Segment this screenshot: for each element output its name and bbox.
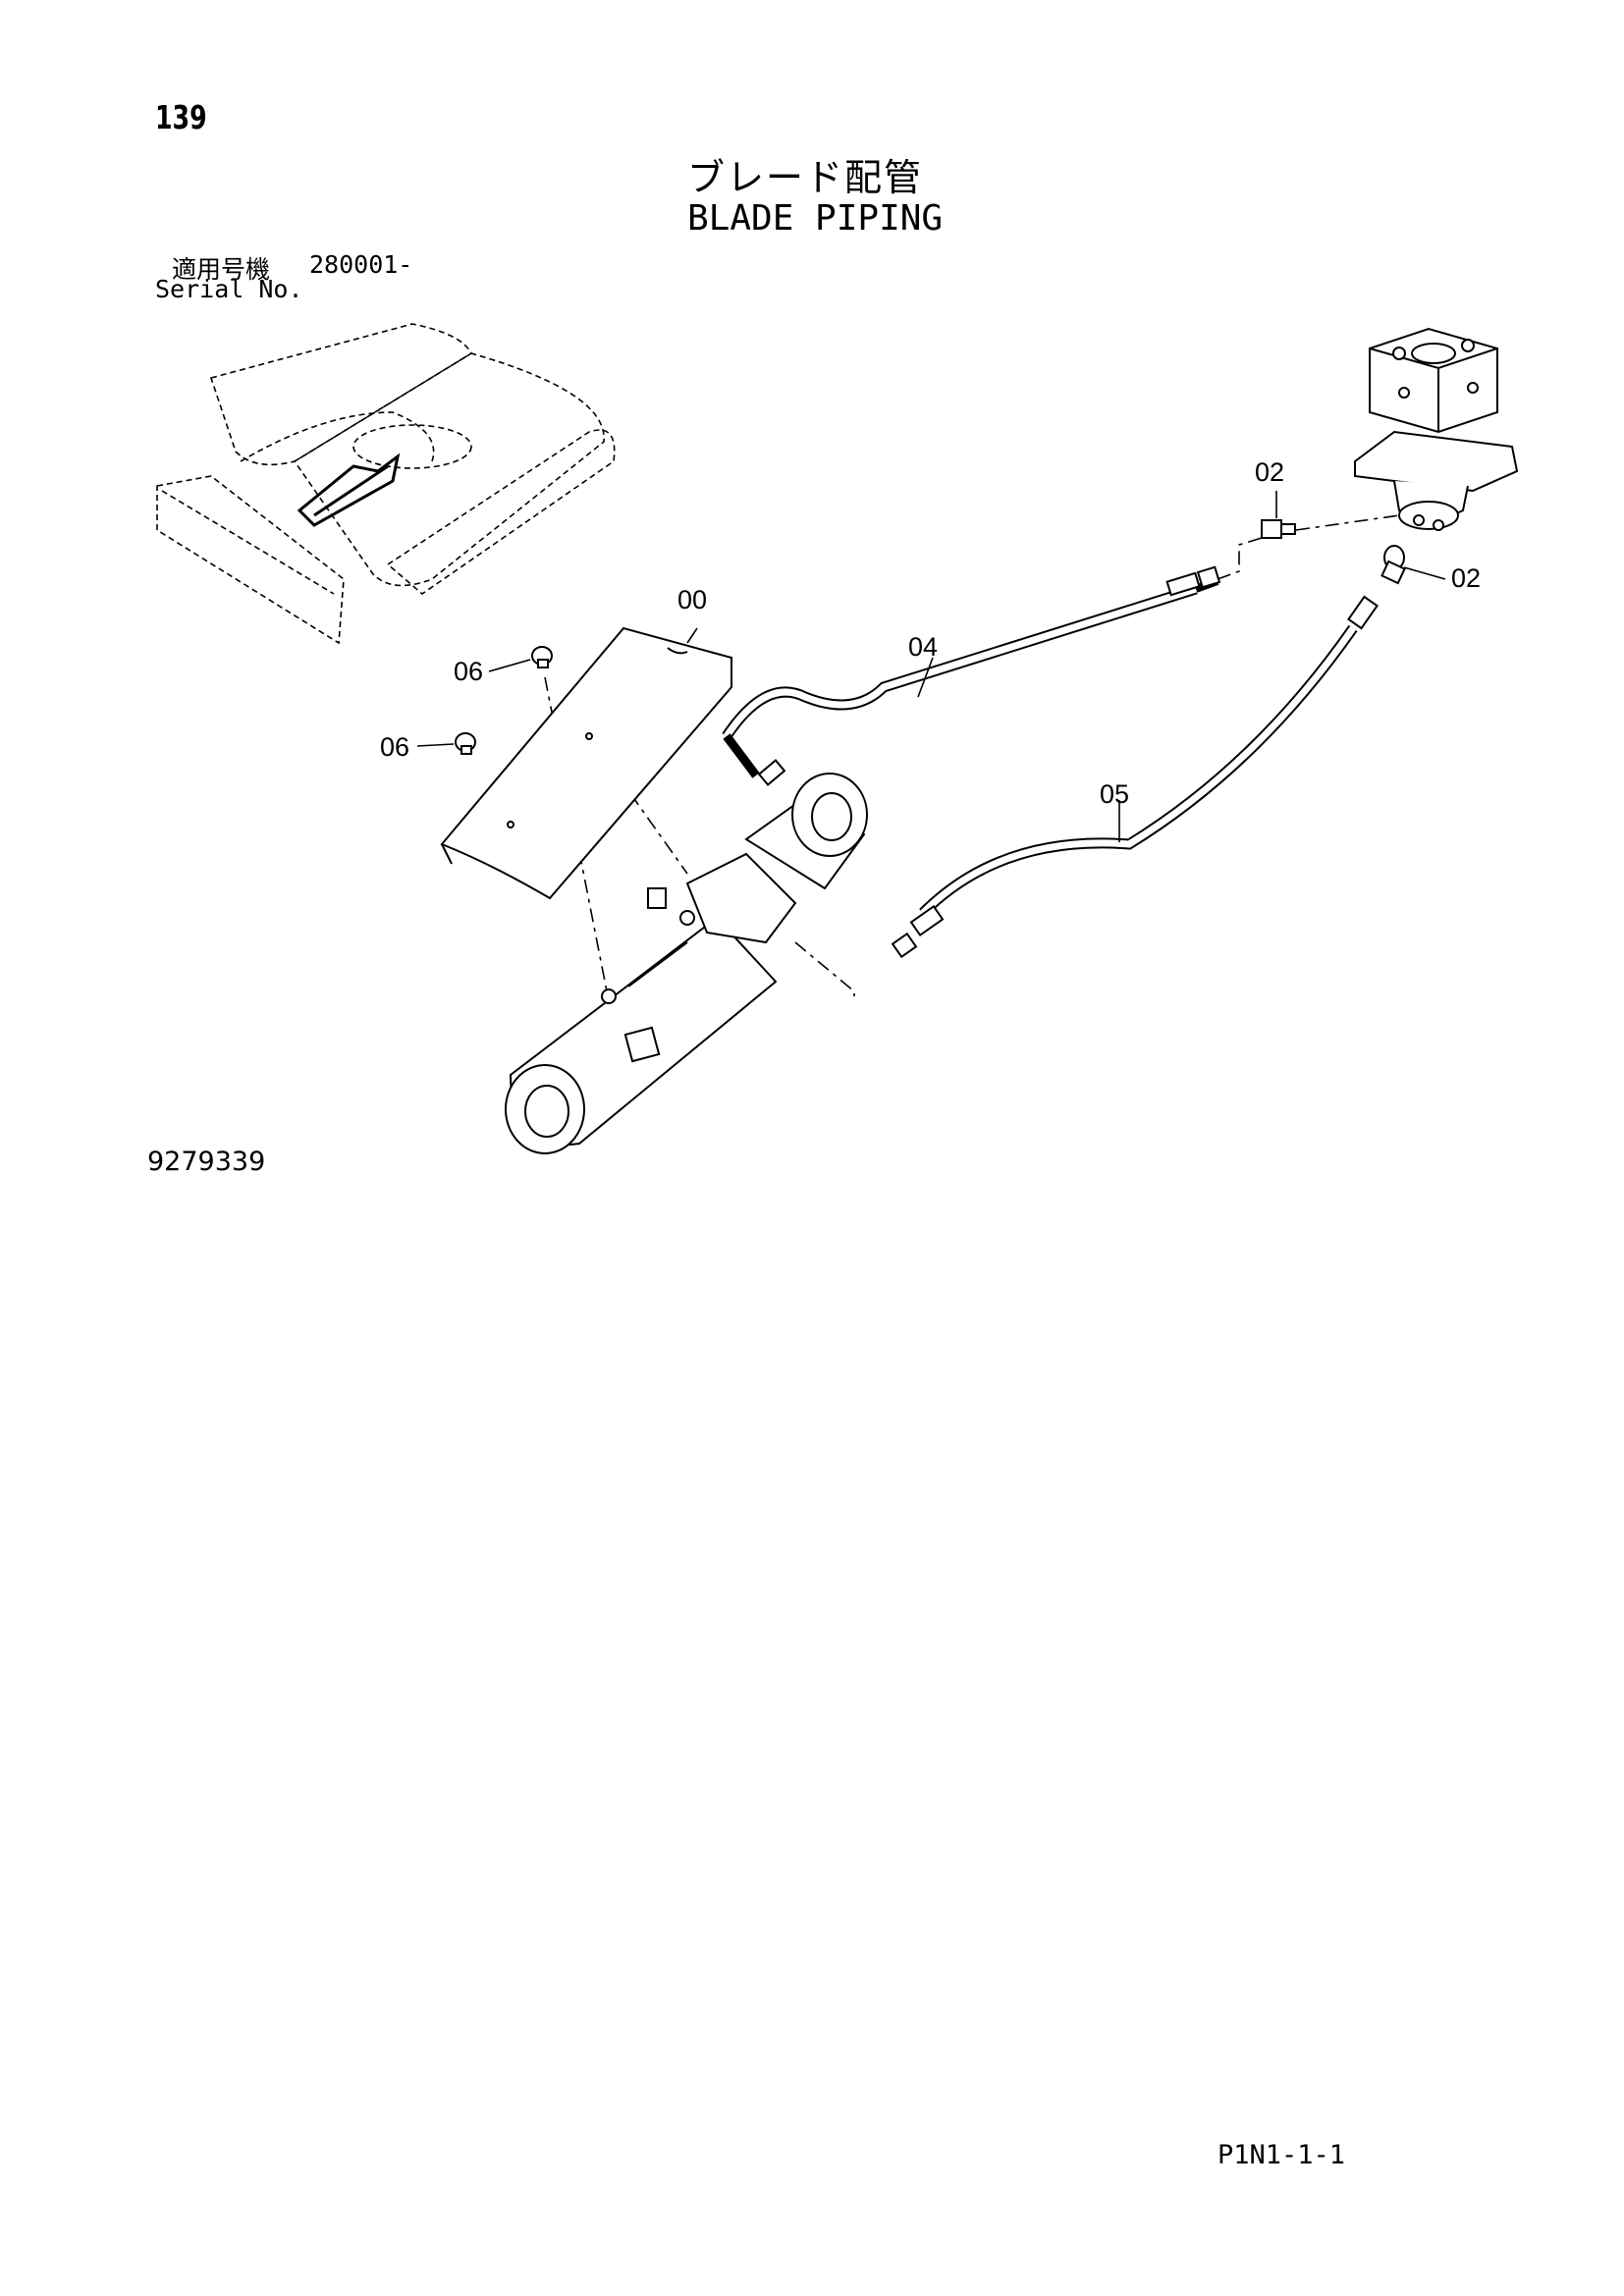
callout-00: 00 (677, 585, 707, 614)
bolt-06-lower (455, 732, 476, 755)
page-title-english: BLADE PIPING (687, 198, 944, 239)
hose-04-fittings (757, 565, 1221, 786)
callout-05: 05 (1100, 779, 1129, 809)
callout-leaders (416, 491, 1446, 842)
serial-label-japanese: 適用号機 (172, 255, 271, 284)
footer-page-code: P1N1-1-1 (1218, 2140, 1346, 2170)
locator-highlight-part (297, 453, 401, 527)
callout-02-lower: 02 (1451, 563, 1481, 593)
serial-range: 280001- (309, 250, 413, 279)
bolt-06-upper (531, 646, 553, 668)
serial-label-english: Serial No. (155, 275, 303, 303)
fitting-02-lower (1380, 545, 1406, 585)
callout-02-upper: 02 (1255, 457, 1284, 487)
locator-undercarriage (156, 323, 616, 645)
callout-06-upper: 06 (454, 657, 483, 686)
callout-06-lower: 06 (380, 732, 409, 762)
fitting-02-upper (1261, 519, 1296, 539)
drawing-number: 9279339 (147, 1147, 266, 1177)
cover-plate-00 (440, 626, 732, 900)
blade-cylinder (505, 773, 868, 1154)
hose-05 (919, 624, 1358, 917)
page-title-japanese: ブレード配管 (687, 156, 924, 199)
page-number: 139 (155, 98, 207, 136)
callout-04: 04 (908, 632, 938, 662)
center-joint (1354, 327, 1519, 531)
hose-05-fittings (891, 595, 1379, 959)
